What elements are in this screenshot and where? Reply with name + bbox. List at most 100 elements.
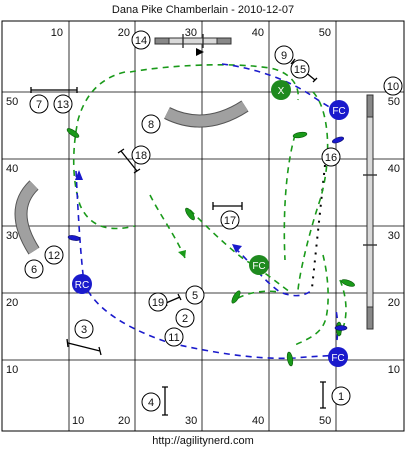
obstacle-14: 14 — [131, 30, 151, 50]
grid-label-bottom: 20 — [118, 415, 130, 427]
handler-icon — [334, 325, 348, 331]
grid-label-top: 20 — [118, 27, 130, 39]
handler-path — [75, 63, 341, 360]
handler-icon — [332, 136, 344, 144]
obstacle-17: 17 — [220, 210, 240, 230]
handler-marker-dot — [72, 274, 92, 294]
grid-label-bottom: 30 — [185, 415, 197, 427]
grid-label-left: 10 — [6, 364, 18, 376]
obstacle-16: 16 — [321, 147, 341, 167]
handler-marker-fc-blue-top: FC — [329, 100, 349, 120]
obstacle-5-label: 5 — [192, 290, 198, 302]
dogwalk-contact — [366, 306, 374, 330]
handler-marker-fc-green: FC — [249, 255, 269, 275]
path-arrows — [75, 48, 242, 258]
obstacle-13: 13 — [53, 94, 73, 114]
grid-labels: 10 20 30 40 50 10 20 30 40 50 50 40 30 2… — [6, 27, 400, 427]
handler-markers: X FC FC FC RC — [72, 80, 349, 367]
obstacle-1: 1 — [331, 386, 351, 406]
dog-path-segment — [339, 279, 347, 336]
arrow-icon — [178, 250, 186, 258]
grid-label-right: 50 — [388, 96, 400, 108]
grid-label-bottom: 10 — [72, 415, 84, 427]
dog-icon — [341, 279, 355, 287]
obstacle-13-label: 13 — [57, 99, 69, 111]
grid-label-top: 10 — [51, 27, 63, 39]
obstacle-3: 3 — [74, 319, 94, 339]
grid-label-top: 40 — [252, 27, 264, 39]
obstacle-4-label: 4 — [148, 397, 154, 409]
handler-marker-dot — [249, 255, 269, 275]
obstacle-1-label: 1 — [338, 391, 344, 403]
obstacle-19-label: 19 — [152, 297, 164, 309]
dog-path-segment — [283, 134, 296, 261]
obstacle-15: 15 — [290, 59, 310, 79]
dog-path-segment — [72, 71, 136, 230]
handler-marker-rc: RC — [72, 274, 92, 294]
handler-path-segment — [234, 247, 313, 297]
handler-marker-fc-blue-bottom: FC — [328, 347, 348, 367]
obstacle-8: 8 — [141, 114, 161, 134]
footer-credit: http://agilitynerd.com — [152, 435, 254, 447]
obstacle-6: 6 — [24, 259, 44, 279]
handler-icons — [67, 136, 348, 331]
jump-bar-18 — [117, 148, 141, 174]
dog-path-segment — [237, 290, 281, 299]
grid-label-left: 40 — [6, 163, 18, 175]
handler-marker-label: FC — [332, 106, 345, 117]
obstacle-15-label: 15 — [294, 64, 306, 76]
dog-path-segment — [129, 64, 299, 101]
dogwalk-contact — [366, 94, 374, 118]
obstacle-12-label: 12 — [48, 250, 60, 262]
handler-marker-label: RC — [75, 280, 89, 291]
obstacle-8-label: 8 — [148, 119, 154, 131]
grid-label-right: 10 — [388, 364, 400, 376]
dogwalk — [363, 94, 377, 330]
obstacle-2-label: 2 — [182, 313, 188, 325]
obstacle-9-label: 9 — [281, 50, 287, 62]
jump-bar-17 — [212, 202, 243, 210]
handler-marker-dot — [271, 80, 291, 100]
bar-contact — [216, 37, 232, 45]
jump-bar-1 — [320, 381, 326, 409]
obstacle-12: 12 — [44, 245, 64, 265]
obstacle-17-label: 17 — [224, 215, 236, 227]
grid — [2, 21, 404, 431]
arrow-icon — [232, 244, 242, 253]
dog-icon — [292, 131, 308, 139]
dog-icons — [66, 128, 355, 367]
obstacle-9: 9 — [274, 45, 294, 65]
course-title: Dana Pike Chamberlain - 2010-12-07 — [112, 4, 294, 16]
dog-icon — [231, 290, 241, 304]
obstacle-5: 5 — [185, 285, 205, 305]
arrow-icon — [196, 48, 204, 56]
handler-marker-dot — [328, 347, 348, 367]
handler-path-segment — [75, 170, 339, 360]
handler-marker-dot — [329, 100, 349, 120]
dog-icon — [185, 207, 195, 221]
grid-label-bottom: 50 — [319, 415, 331, 427]
obstacle-3-label: 3 — [81, 324, 87, 336]
grid-label-left: 50 — [6, 96, 18, 108]
jump-bar-3 — [66, 338, 102, 356]
dogwalk-plank — [366, 94, 374, 330]
obstacle-numbers: 1 2 3 4 5 6 7 8 9 10 11 12 13 14 15 16 1… — [24, 30, 403, 412]
obstacle-10: 10 — [383, 76, 403, 96]
obstacle-2: 2 — [175, 308, 195, 328]
obstacle-18: 18 — [131, 145, 151, 165]
dog-icon — [286, 351, 294, 367]
dog-path-segment — [297, 91, 329, 291]
grid-label-top: 30 — [185, 27, 197, 39]
obstacle-7: 7 — [29, 94, 49, 114]
handler-marker-label: FC — [252, 261, 265, 272]
tunnel-8-fill — [164, 101, 248, 127]
tunnel-6-fill — [15, 181, 39, 254]
grid-label-right: 30 — [388, 230, 400, 242]
weave-poles — [311, 164, 326, 289]
obstacle-7-label: 7 — [36, 99, 42, 111]
dog-path-segment — [149, 194, 186, 259]
handler-icon — [67, 235, 81, 241]
obstacle-18-label: 18 — [135, 150, 147, 162]
jump-bar-4 — [162, 386, 168, 416]
